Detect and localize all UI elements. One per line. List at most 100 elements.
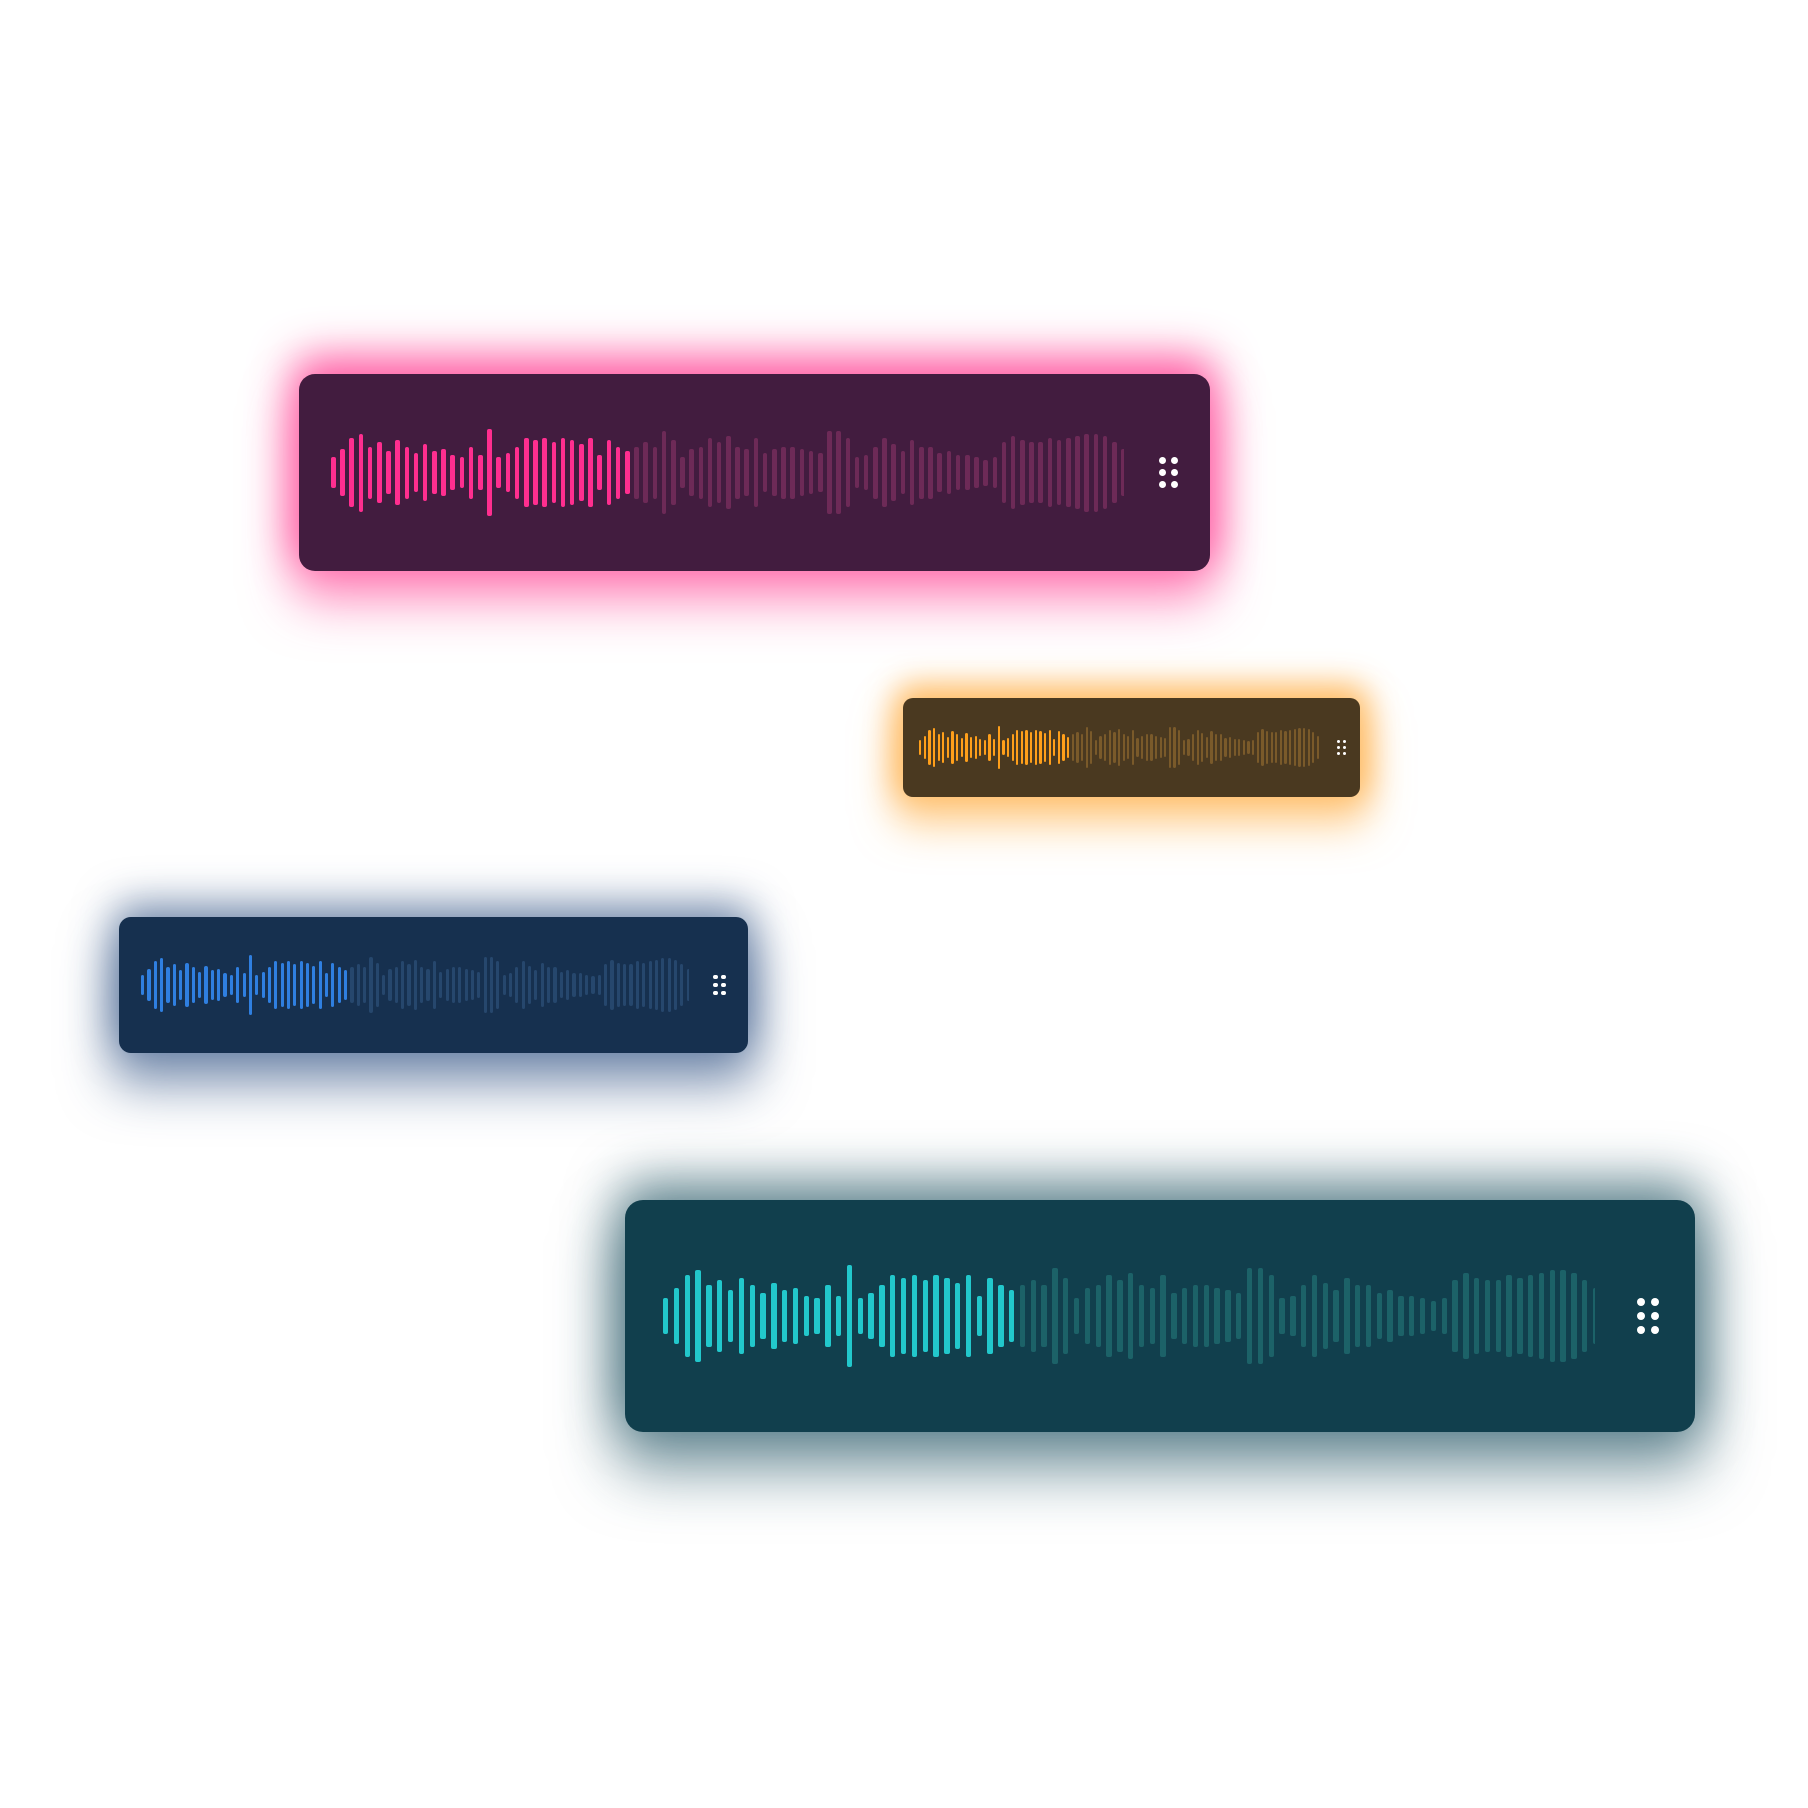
waveform-bar <box>726 435 731 510</box>
waveform-bar-played <box>422 444 428 501</box>
waveform-bar-played <box>1067 736 1070 759</box>
waveform-bar <box>1145 734 1148 761</box>
waveform-bar-played <box>781 1290 788 1342</box>
drag-handle-dot <box>721 990 726 996</box>
waveform-bar <box>1102 435 1108 510</box>
waveform-bar-played <box>141 974 145 996</box>
waveform-bar <box>623 964 627 1006</box>
waveform-bar-played <box>846 1264 853 1368</box>
waveform-bar-played <box>236 967 240 1003</box>
waveform-bar <box>515 967 519 1003</box>
waveform-bar <box>1113 732 1116 763</box>
waveform-bar <box>1219 734 1222 761</box>
drag-handle-icon[interactable] <box>1637 1298 1659 1334</box>
waveform-bar-played <box>717 1280 723 1352</box>
drag-handle-dot <box>721 982 726 988</box>
waveform-bar <box>1311 1275 1318 1357</box>
waveform-bar <box>1093 433 1099 512</box>
waveform-seek-bar[interactable] <box>919 698 1319 797</box>
audio-player-orange[interactable] <box>903 698 1360 797</box>
waveform-bar <box>799 448 805 497</box>
waveform-bar-played <box>569 440 575 505</box>
waveform-bar-played <box>1030 732 1033 763</box>
waveform-bar <box>635 961 639 1009</box>
waveform-bar <box>578 973 582 997</box>
drag-handle-icon[interactable] <box>1159 457 1178 488</box>
audio-player-pink[interactable] <box>299 374 1210 571</box>
drag-handle-dot <box>1342 745 1346 750</box>
waveform-bar-played <box>147 968 151 1002</box>
waveform-bar-played <box>267 967 272 1003</box>
waveform-bar-played <box>979 738 982 757</box>
waveform-bar <box>604 964 608 1006</box>
waveform-bar <box>1387 1290 1393 1342</box>
waveform-bar <box>458 967 462 1003</box>
waveform-bar-played <box>960 737 963 758</box>
drag-handle-dot <box>721 974 726 980</box>
waveform-bar <box>597 974 601 996</box>
waveform-bar <box>1242 739 1246 756</box>
waveform-bar-played <box>998 1285 1004 1347</box>
waveform-bar <box>1290 1295 1296 1337</box>
waveform-bar <box>489 956 494 1014</box>
waveform-bar-played <box>293 964 297 1006</box>
waveform-bar-played <box>749 1285 755 1347</box>
waveform-bar <box>1430 1300 1437 1332</box>
waveform-bar-played <box>459 457 465 488</box>
waveform-bar <box>643 442 648 503</box>
waveform-bar <box>716 442 722 503</box>
waveform-bar <box>1085 726 1088 769</box>
waveform-bar-played <box>814 1298 820 1334</box>
waveform-bar <box>1149 1287 1155 1345</box>
waveform-bar <box>1117 1280 1123 1352</box>
waveform-bar <box>1073 1298 1080 1334</box>
drag-handle-icon[interactable] <box>1336 739 1346 756</box>
waveform-bar-played <box>198 971 202 999</box>
waveform-bar <box>744 448 750 497</box>
waveform-bar <box>1173 726 1176 769</box>
waveform-bar <box>1215 734 1218 761</box>
drag-handle-dot <box>1650 1311 1659 1321</box>
waveform-bar-played <box>836 1295 842 1337</box>
waveform-bar-played <box>738 1277 745 1355</box>
drag-handle-dot <box>1637 1325 1646 1334</box>
waveform-bar <box>1075 435 1080 510</box>
audio-player-teal[interactable] <box>625 1200 1695 1432</box>
drag-handle-icon[interactable] <box>713 974 726 996</box>
waveform-bar <box>992 457 998 488</box>
waveform-bar-played <box>179 970 183 1000</box>
waveform-bar <box>1108 730 1111 765</box>
waveform-bar-played <box>771 1282 777 1350</box>
waveform-bar <box>652 446 658 499</box>
waveform-bar <box>689 448 694 497</box>
waveform-bar <box>1196 730 1199 765</box>
waveform-seek-bar[interactable] <box>663 1200 1596 1432</box>
drag-handle-dot <box>1159 457 1167 465</box>
waveform-bar-played <box>900 1277 907 1355</box>
waveform-bar <box>1041 1285 1047 1347</box>
waveform-seek-bar[interactable] <box>141 917 689 1053</box>
drag-handle-dot <box>1159 480 1167 488</box>
waveform-bar <box>527 965 532 1005</box>
waveform-bar <box>919 446 924 499</box>
waveform-bar <box>585 974 589 996</box>
waveform-bar <box>470 970 475 1000</box>
waveform-bar-played <box>172 964 176 1006</box>
waveform-bar <box>401 961 405 1009</box>
waveform-bar <box>1355 1285 1361 1347</box>
waveform-bar-played <box>976 1295 982 1337</box>
waveform-bar <box>1312 732 1315 763</box>
waveform-bar <box>827 431 832 514</box>
waveform-bar <box>382 974 386 996</box>
waveform-bar <box>1473 1277 1480 1355</box>
waveform-bar <box>1257 1267 1264 1365</box>
audio-player-blue[interactable] <box>119 917 748 1053</box>
waveform-seek-bar[interactable] <box>331 374 1124 571</box>
waveform-bar <box>1463 1272 1469 1360</box>
waveform-bar-played <box>1011 734 1014 761</box>
waveform-bar <box>686 968 689 1002</box>
waveform-bar <box>928 446 933 499</box>
waveform-bar <box>1192 1285 1199 1347</box>
waveform-bar-played <box>983 739 987 756</box>
waveform-bar <box>356 964 360 1006</box>
